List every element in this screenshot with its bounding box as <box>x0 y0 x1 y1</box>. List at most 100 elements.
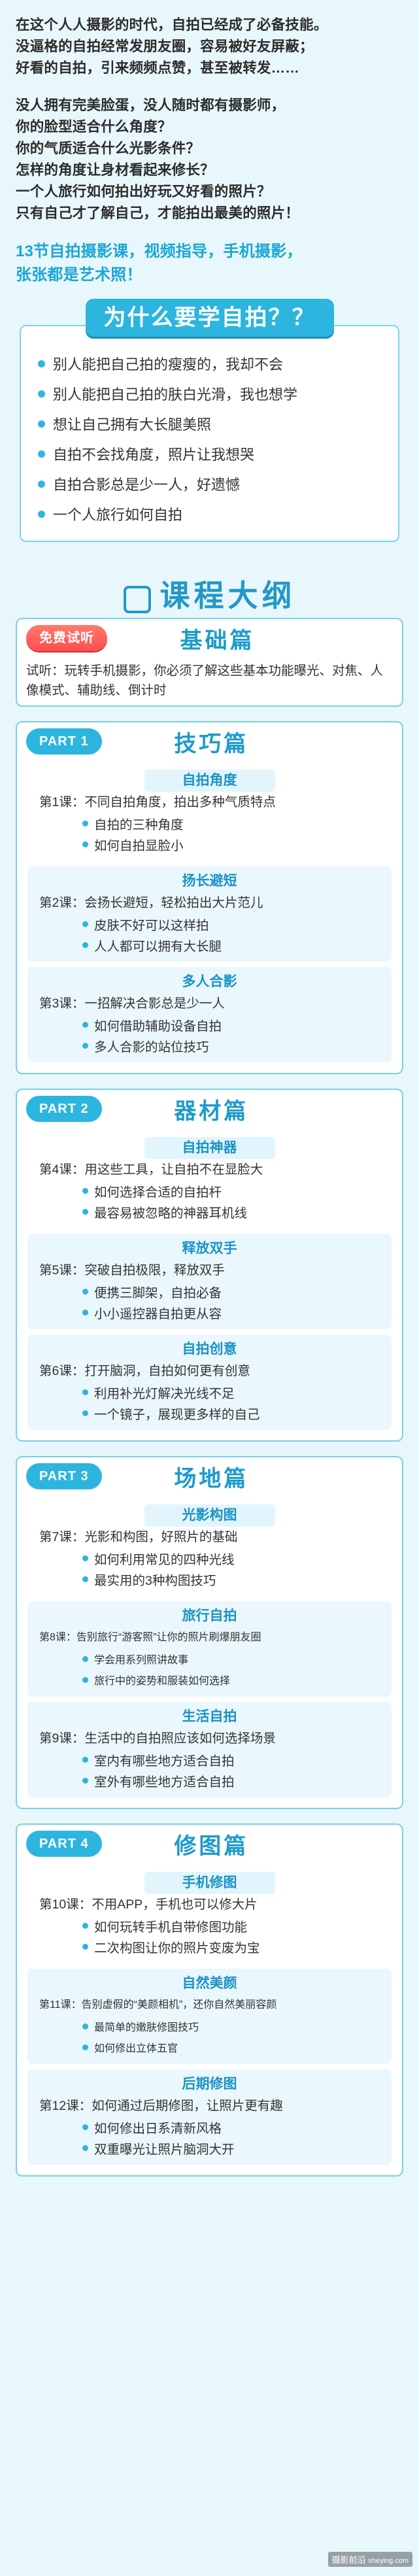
sub-block: 旅行自拍 第8课：告别旅行“游客照”让你的照片刷爆朋友圈 学会用系列照讲故事 旅… <box>27 1601 392 1697</box>
part-tag: PART 2 <box>26 1096 102 1122</box>
bullet-dot-icon <box>38 390 45 398</box>
intro-line: 你的气质适合什么光影条件？ <box>16 141 201 156</box>
why-item: 一个人旅行如何自拍 <box>38 499 381 529</box>
list-item: 如何玩转手机自带修图功能 <box>34 1915 385 1936</box>
bullet-dot-icon <box>82 1021 88 1028</box>
sub-title: 自拍角度 <box>144 770 275 792</box>
bullet-dot-icon <box>82 2144 88 2151</box>
sub-title: 后期修图 <box>182 2076 237 2092</box>
card-title: 技巧篇 <box>174 731 249 756</box>
bullet-dot-icon <box>82 1042 88 1049</box>
lesson: 第4课：用这些工具，让自拍不在显脸大 <box>39 1162 263 1177</box>
sub-block: 自拍角度 第1课：不同自拍角度，拍出多种气质特点 自拍的三种角度 如何自拍显脸小 <box>27 766 392 861</box>
intro-line: 一个人旅行如何拍出好玩又好看的照片？ <box>16 184 271 199</box>
camera-icon <box>123 585 151 613</box>
sub-title: 自拍神器 <box>144 1137 275 1159</box>
lesson: 第7课：光影和构图，好照片的基础 <box>39 1530 238 1544</box>
lesson: 第10课：不用APP，手机也可以修大片 <box>39 1897 258 1912</box>
list-item: 二次构图让你的照片变废为宝 <box>34 1936 385 1957</box>
sub-block: 后期修图 第12课：如何通过后期修图，让照片更有趣 如何修出日系清新风格 双重曝… <box>27 2069 392 2165</box>
bullet-dot-icon <box>82 1922 88 1929</box>
sub-title: 释放双手 <box>182 1241 237 1256</box>
sub-block: 光影构图 第7课：光影和构图，好照片的基础 如何利用常见的四种光线 最实用的3种… <box>27 1500 392 1596</box>
bullet-dot-icon <box>82 1676 88 1683</box>
why-title: 为什么要学自拍？？ <box>85 299 334 337</box>
list-item: 最简单的嫩肤修图技巧 <box>34 2016 385 2037</box>
part1-card: PART 1 技巧篇 自拍角度 第1课：不同自拍角度，拍出多种气质特点 自拍的三… <box>16 721 403 1074</box>
bullet-dot-icon <box>82 921 88 927</box>
bullet-dot-icon <box>82 820 88 826</box>
list-item: 利用补光灯解决光线不足 <box>34 1381 385 1402</box>
sub-block: 释放双手 第5课：突破自拍极限，释放双手 便携三脚架，自拍必备 小小遥控器自拍更… <box>27 1234 392 1329</box>
list-item: 小小遥控器自拍更从容 <box>34 1302 385 1323</box>
card-title: 场地篇 <box>174 1466 249 1491</box>
intro-highlight: 张张都是艺术照！ <box>16 266 142 284</box>
lesson: 第5课：突破自拍极限，释放双手 <box>39 1263 225 1278</box>
intro-highlight: 13节自拍摄影课，视频指导，手机摄影， <box>16 243 303 260</box>
sub-block: 生活自拍 第9课：生活中的自拍照应该如何选择场景 室内有哪些地方适合自拍 室外有… <box>27 1702 392 1797</box>
sub-block: 扬长避短 第2课：会扬长避短，轻松拍出大片范儿 皮肤不好可以这样拍 人人都可以拥… <box>27 866 392 962</box>
bullet-dot-icon <box>38 510 45 518</box>
lesson: 第2课：会扬长避短，轻松拍出大片范儿 <box>39 896 263 910</box>
why-item: 别人能把自己拍的瘦瘦的，我却不会 <box>38 348 381 379</box>
list-item: 室内有哪些地方适合自拍 <box>34 1749 385 1770</box>
bullet-dot-icon <box>82 2124 88 2130</box>
intro-line: 没逼格的自拍经常发朋友圈，容易被好友屏蔽； <box>16 39 314 54</box>
list-item: 最容易被忽略的神器耳机线 <box>34 1201 385 1222</box>
lesson: 第1课：不同自拍角度，拍出多种气质特点 <box>39 795 276 809</box>
sub-title: 扬长避短 <box>182 873 237 889</box>
lesson: 第3课：一招解决合影总是少一人 <box>39 996 225 1011</box>
bullet-dot-icon <box>82 1777 88 1784</box>
part-tag: PART 4 <box>26 1831 102 1857</box>
why-item: 别人能把自己拍的肤白光滑，我也想学 <box>38 379 381 409</box>
part4-card: PART 4 修图篇 手机修图 第10课：不用APP，手机也可以修大片 如何玩转… <box>16 1823 403 2177</box>
intro-line: 好看的自拍，引来频频点赞，甚至被转发…… <box>16 60 300 76</box>
sub-title: 多人合影 <box>182 974 237 989</box>
bullet-dot-icon <box>82 1410 88 1416</box>
list-item: 旅行中的姿势和服装如何选择 <box>34 1669 385 1690</box>
bullet-dot-icon <box>38 360 45 367</box>
sub-block: 多人合影 第3课：一招解决合影总是少一人 如何借助辅助设备自拍 多人合影的站位技… <box>27 967 392 1062</box>
part3-card: PART 3 场地篇 光影构图 第7课：光影和构图，好照片的基础 如何利用常见的… <box>16 1456 403 1809</box>
bullet-dot-icon <box>38 420 45 428</box>
list-item: 多人合影的站位技巧 <box>34 1035 385 1056</box>
bullet-dot-icon <box>82 1309 88 1315</box>
bullet-dot-icon <box>82 1389 88 1395</box>
bullet-dot-icon <box>82 841 88 847</box>
list-item: 室外有哪些地方适合自拍 <box>34 1770 385 1791</box>
list-item: 如何利用常见的四种光线 <box>34 1548 385 1568</box>
sub-block: 自拍创意 第6课：打开脑洞，自拍如何更有创意 利用补光灯解决光线不足 一个镜子，… <box>27 1334 392 1430</box>
why-section: 为什么要学自拍？？ 别人能把自己拍的瘦瘦的，我却不会 别人能把自己拍的肤白光滑，… <box>20 299 399 542</box>
list-item: 如何选择合适的自拍杆 <box>34 1180 385 1201</box>
list-item: 一个镜子，展现更多样的自己 <box>34 1402 385 1423</box>
sub-title: 手机修图 <box>144 1872 275 1894</box>
watermark: 摄影前沿 sheying.com <box>327 2552 412 2567</box>
list-item: 如何借助辅助设备自拍 <box>34 1014 385 1035</box>
bullet-dot-icon <box>82 2044 88 2050</box>
lesson: 第9课：生活中的自拍照应该如何选择场景 <box>39 1731 276 1746</box>
bullet-dot-icon <box>38 450 45 458</box>
list-item: 如何修出日系清新风格 <box>34 2116 385 2137</box>
sub-block: 手机修图 第10课：不用APP，手机也可以修大片 如何玩转手机自带修图功能 二次… <box>27 1868 392 1963</box>
free-card: 免费试听 基础篇 试听：玩转手机摄影，你必须了解这些基本功能曝光、对焦、人像模式… <box>16 618 403 707</box>
why-list: 别人能把自己拍的瘦瘦的，我却不会 别人能把自己拍的肤白光滑，我也想学 想让自己拥… <box>20 325 399 542</box>
bullet-dot-icon <box>82 941 88 948</box>
sub-block: 自拍神器 第4课：用这些工具，让自拍不在显脸大 如何选择合适的自拍杆 最容易被忽… <box>27 1133 392 1229</box>
bullet-dot-icon <box>82 1208 88 1215</box>
intro-section: 在这个人人摄影的时代，自拍已经成了必备技能。 没逼格的自拍经常发朋友圈，容易被好… <box>0 0 419 287</box>
list-item: 如何自拍显脸小 <box>34 834 385 855</box>
sub-title: 旅行自拍 <box>182 1608 237 1623</box>
list-item: 最实用的3种构图技巧 <box>34 1568 385 1589</box>
free-text: 试听：玩转手机摄影，你必须了解这些基本功能曝光、对焦、人像模式、辅助线、倒计时 <box>26 664 384 698</box>
why-item: 自拍合影总是少一人，好遗憾 <box>38 469 381 499</box>
list-item: 学会用系列照讲故事 <box>34 1648 385 1669</box>
bullet-dot-icon <box>82 1655 88 1662</box>
bullet-dot-icon <box>82 2023 88 2029</box>
lesson: 第8课：告别旅行“游客照”让你的照片刷爆朋友圈 <box>39 1632 261 1643</box>
list-item: 皮肤不好可以这样拍 <box>34 913 385 934</box>
intro-line: 只有自己才了解自己，才能拍出最美的照片！ <box>16 205 300 221</box>
bullet-dot-icon <box>82 1187 88 1194</box>
sub-title: 自拍创意 <box>182 1342 237 1357</box>
bullet-dot-icon <box>82 1756 88 1763</box>
